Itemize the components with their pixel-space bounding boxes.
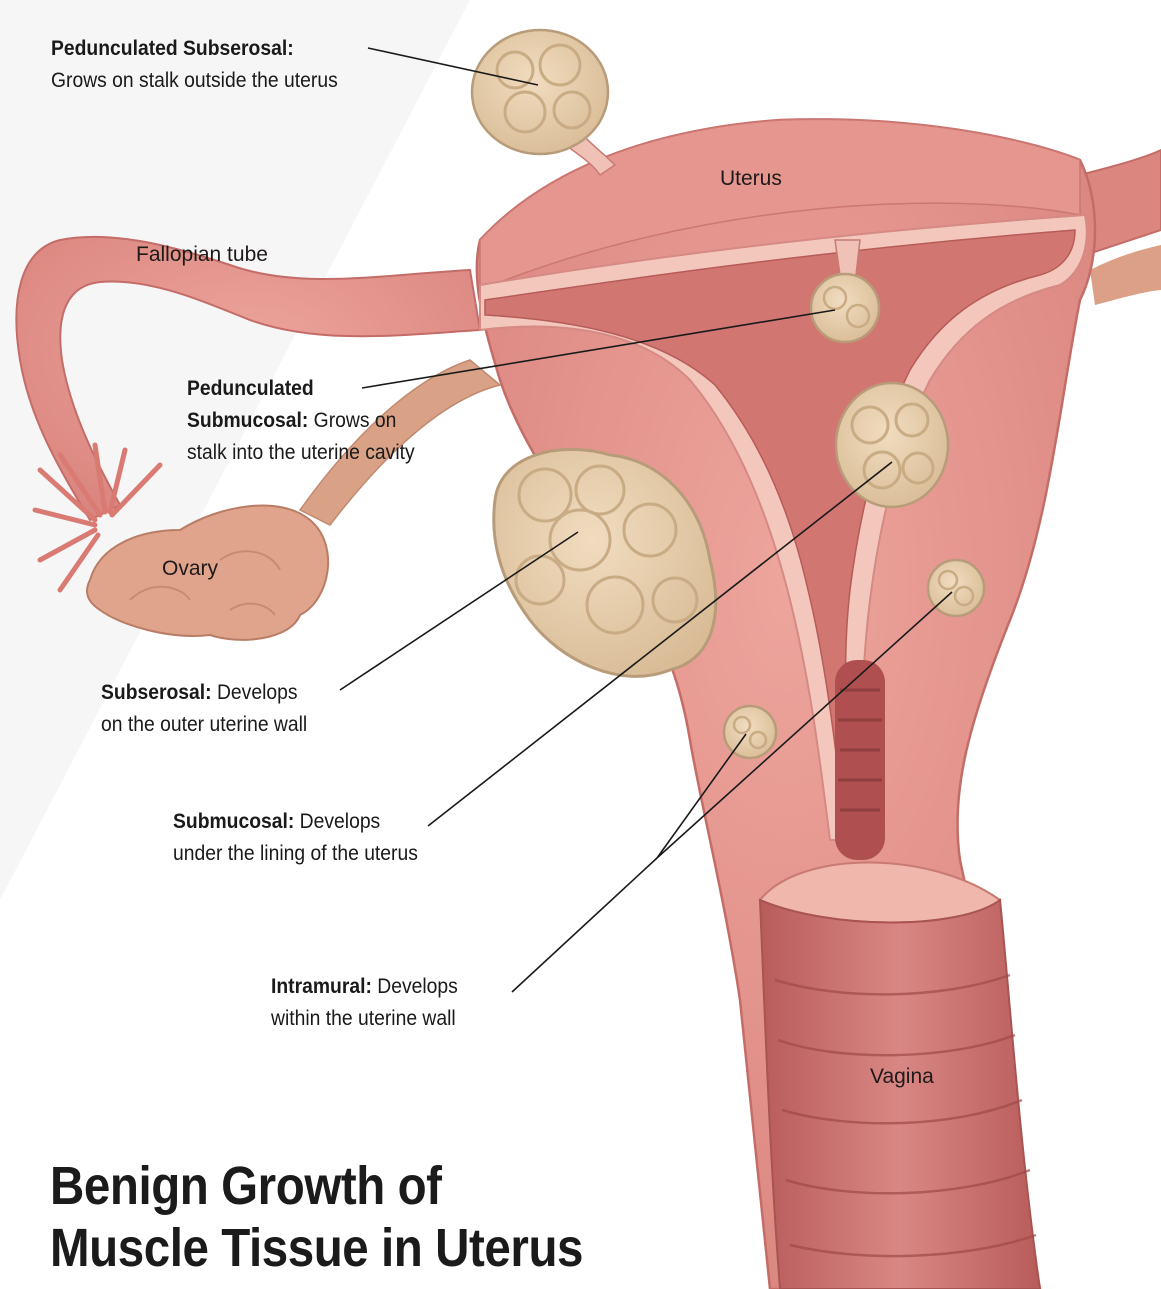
intramural-term: Intramural: xyxy=(271,975,372,998)
intramural-desc-2: within the uterine wall xyxy=(271,1003,458,1035)
leader-intramural xyxy=(512,858,657,992)
vagina xyxy=(760,900,1040,1289)
submucosal-desc-2: under the lining of the uterus xyxy=(173,838,418,870)
pedunculated-submucosal-term-1: Pedunculated xyxy=(187,377,314,400)
page-title: Benign Growth of Muscle Tissue in Uterus xyxy=(50,1155,583,1279)
label-pedunculated-subserosal: Pedunculated Subserosal: Grows on stalk … xyxy=(51,33,338,97)
pedunculated-submucosal-desc-1: Grows on xyxy=(308,409,396,432)
pedunculated-submucosal-fibroid xyxy=(811,274,879,342)
subserosal-term: Subserosal: xyxy=(101,681,212,704)
subserosal-desc-2: on the outer uterine wall xyxy=(101,709,307,741)
pedunculated-submucosal-term-2: Submucosal: xyxy=(187,409,308,432)
intramural-desc-1: Develops xyxy=(372,975,458,998)
submucosal-desc-1: Develops xyxy=(294,810,380,833)
title-line-2: Muscle Tissue in Uterus xyxy=(50,1217,583,1279)
pedunculated-submucosal-desc-2: stalk into the uterine cavity xyxy=(187,437,415,469)
submucosal-fibroid xyxy=(836,383,948,507)
label-submucosal: Submucosal: Develops under the lining of… xyxy=(173,806,418,870)
label-pedunculated-submucosal: Pedunculated Submucosal: Grows on stalk … xyxy=(187,373,415,469)
uterus-label: Uterus xyxy=(720,167,782,191)
ovary-label: Ovary xyxy=(162,557,218,581)
label-subserosal: Subserosal: Develops on the outer uterin… xyxy=(101,677,307,741)
fallopian-tube-label: Fallopian tube xyxy=(136,243,268,267)
pedunculated-subserosal-term: Pedunculated Subserosal: xyxy=(51,37,294,60)
subserosal-desc-1: Develops xyxy=(212,681,298,704)
submucosal-stalk xyxy=(835,240,860,275)
label-intramural: Intramural: Develops within the uterine … xyxy=(271,971,458,1035)
vagina-label: Vagina xyxy=(870,1065,934,1089)
title-line-1: Benign Growth of xyxy=(50,1155,583,1217)
pedunculated-subserosal-desc: Grows on stalk outside the uterus xyxy=(51,65,338,97)
intramural-fibroid-right xyxy=(928,560,984,616)
pedunculated-subserosal-fibroid xyxy=(472,30,608,154)
right-ligament xyxy=(1090,245,1161,305)
submucosal-term: Submucosal: xyxy=(173,810,294,833)
intramural-fibroid-left xyxy=(724,706,776,758)
